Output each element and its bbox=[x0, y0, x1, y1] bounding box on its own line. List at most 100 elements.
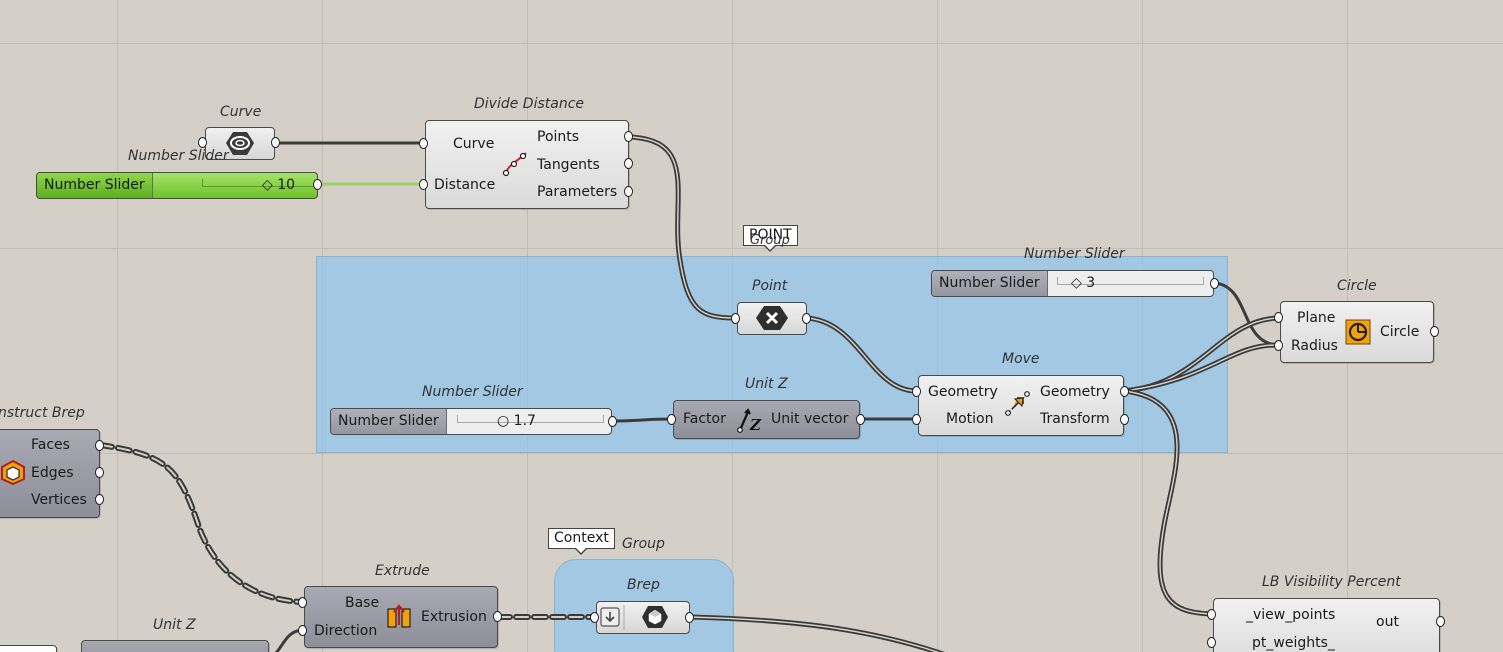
move-motion-pin[interactable] bbox=[912, 414, 921, 425]
brep-param[interactable] bbox=[596, 601, 690, 634]
circle-output-circle: Circle bbox=[1380, 324, 1420, 340]
circle-output-pin[interactable] bbox=[1430, 326, 1439, 337]
construct-brep-output-edges: Edges bbox=[31, 465, 74, 481]
point-group-title: Group bbox=[750, 233, 790, 248]
divide-distance-component[interactable]: Curve Distance Points Tangents Parameter… bbox=[425, 120, 629, 209]
extrude-direction-pin[interactable] bbox=[298, 625, 307, 636]
context-group-tag: Context bbox=[548, 528, 615, 555]
lbvis-output-out: out bbox=[1376, 614, 1399, 630]
divide-output-parameters: Parameters bbox=[537, 184, 618, 200]
brep-input-pin[interactable] bbox=[590, 612, 599, 623]
slider-top-title: Number Slider bbox=[128, 148, 229, 164]
circle-component[interactable]: Plane Radius Circle bbox=[1280, 301, 1434, 363]
divide-points-pin[interactable] bbox=[624, 131, 633, 142]
lbvis-title: LB Visibility Percent bbox=[1262, 574, 1401, 590]
lbvis-view-points-pin[interactable] bbox=[1207, 609, 1216, 620]
unit-z-icon: Z bbox=[737, 408, 762, 434]
slider-r-name: Number Slider bbox=[932, 271, 1048, 296]
construct-brep-component[interactable]: Faces Edges Vertices bbox=[0, 429, 100, 518]
circle-title: Circle bbox=[1337, 278, 1377, 294]
lbvis-output-pin[interactable] bbox=[1436, 616, 1445, 627]
point-group-tag-text: POINT bbox=[749, 227, 792, 243]
slider-top-value: ◇ 10 bbox=[262, 177, 296, 193]
construct-brep-output-faces: Faces bbox=[31, 437, 70, 453]
extrude-output-pin[interactable] bbox=[493, 611, 502, 622]
slider-top-value-text: 10 bbox=[277, 177, 296, 193]
unit-z-component[interactable]: Factor Z Unit vector bbox=[673, 400, 860, 439]
circle-plane-pin[interactable] bbox=[1274, 312, 1283, 323]
point-param-icon bbox=[756, 306, 788, 330]
construct-brep-output-vertices: Vertices bbox=[31, 492, 87, 508]
move-component[interactable]: Geometry Motion Geometry Transform bbox=[918, 375, 1124, 436]
extrude-base-pin[interactable] bbox=[298, 597, 307, 608]
construct-brep-icon bbox=[1, 459, 25, 486]
wire-faces-to-base bbox=[97, 442, 305, 605]
move-geometry-out-pin[interactable] bbox=[1120, 386, 1129, 397]
unitz-output-vector: Unit vector bbox=[771, 411, 849, 427]
move-geometry-in-pin[interactable] bbox=[912, 386, 921, 397]
brep-title: Brep bbox=[627, 577, 660, 593]
construct-brep-vertices-pin[interactable] bbox=[95, 494, 104, 505]
divide-curve-pin[interactable] bbox=[419, 138, 428, 149]
slider-top-name: Number Slider bbox=[37, 173, 153, 198]
slider-top-track[interactable] bbox=[202, 179, 317, 187]
curve-output-pin[interactable] bbox=[271, 137, 280, 148]
lbvis-pt-weights-pin[interactable] bbox=[1207, 637, 1216, 648]
curve-param-icon bbox=[226, 132, 254, 155]
slider-r-title: Number Slider bbox=[1024, 246, 1125, 262]
unitz-title: Unit Z bbox=[745, 376, 788, 392]
divide-title: Divide Distance bbox=[474, 96, 585, 112]
divide-tangents-pin[interactable] bbox=[624, 158, 633, 169]
divide-output-points: Points bbox=[537, 129, 580, 145]
slider-z-track[interactable] bbox=[457, 415, 604, 423]
slider-z-output-pin[interactable] bbox=[608, 416, 617, 427]
circle-input-radius: Radius bbox=[1291, 338, 1338, 354]
wire-point-to-move bbox=[804, 315, 919, 394]
point-input-pin[interactable] bbox=[731, 313, 740, 324]
unitz-factor-pin[interactable] bbox=[667, 414, 676, 425]
wire-slider-to-factor bbox=[611, 417, 673, 423]
number-slider-top[interactable]: Number Slider ◇ 10 bbox=[36, 172, 318, 199]
curve-title: Curve bbox=[220, 104, 262, 120]
point-output-pin[interactable] bbox=[802, 313, 811, 324]
move-title: Move bbox=[1002, 351, 1040, 367]
wire-unitz2-to-direction bbox=[274, 628, 304, 652]
divide-output-tangents: Tangents bbox=[537, 157, 600, 173]
slider-r-track[interactable] bbox=[1057, 277, 1204, 285]
divide-parameters-pin[interactable] bbox=[624, 186, 633, 197]
construct-brep-faces-pin[interactable] bbox=[95, 440, 104, 451]
slider-top-output-pin[interactable] bbox=[313, 179, 322, 190]
extrude-title: Extrude bbox=[375, 563, 430, 579]
unit-z-component-2[interactable] bbox=[81, 640, 269, 652]
svg-text:Z: Z bbox=[749, 416, 762, 434]
point-param[interactable] bbox=[737, 302, 807, 335]
wire-brep-out bbox=[687, 614, 946, 652]
extrude-component[interactable]: Base Direction Extrusion bbox=[304, 586, 498, 648]
extrude-input-base: Base bbox=[345, 595, 380, 611]
point-group-tag: POINT bbox=[743, 225, 798, 252]
extrude-input-direction: Direction bbox=[314, 623, 378, 639]
brep-output-pin[interactable] bbox=[685, 612, 694, 623]
construct-brep-edges-pin[interactable] bbox=[95, 467, 104, 478]
context-group-tag-text: Context bbox=[554, 530, 609, 546]
circle-radius-pin[interactable] bbox=[1274, 340, 1283, 351]
brep-param-icon bbox=[600, 605, 668, 630]
unitz-vector-pin[interactable] bbox=[856, 414, 865, 425]
divide-distance-pin[interactable] bbox=[419, 179, 428, 190]
curve-input-pin[interactable] bbox=[198, 137, 207, 148]
slider-r-output-pin[interactable] bbox=[1210, 278, 1219, 289]
circle-input-plane: Plane bbox=[1297, 310, 1336, 326]
move-output-transform: Transform bbox=[1040, 411, 1110, 427]
number-slider-radius[interactable]: Number Slider ◇ 3 bbox=[931, 270, 1214, 297]
move-output-geometry: Geometry bbox=[1040, 384, 1110, 400]
wire-move-to-circle bbox=[1121, 315, 1281, 394]
number-slider-factor[interactable]: Number Slider ○ 1.7 bbox=[330, 408, 612, 435]
divide-input-distance: Distance bbox=[434, 177, 496, 193]
offscreen-component-left[interactable] bbox=[0, 645, 57, 652]
circle-icon bbox=[1345, 319, 1371, 345]
move-transform-pin[interactable] bbox=[1120, 414, 1129, 425]
slider-z-value: ○ 1.7 bbox=[497, 413, 536, 429]
lb-visibility-percent-component[interactable]: _view_points pt_weights_ out bbox=[1213, 598, 1440, 652]
